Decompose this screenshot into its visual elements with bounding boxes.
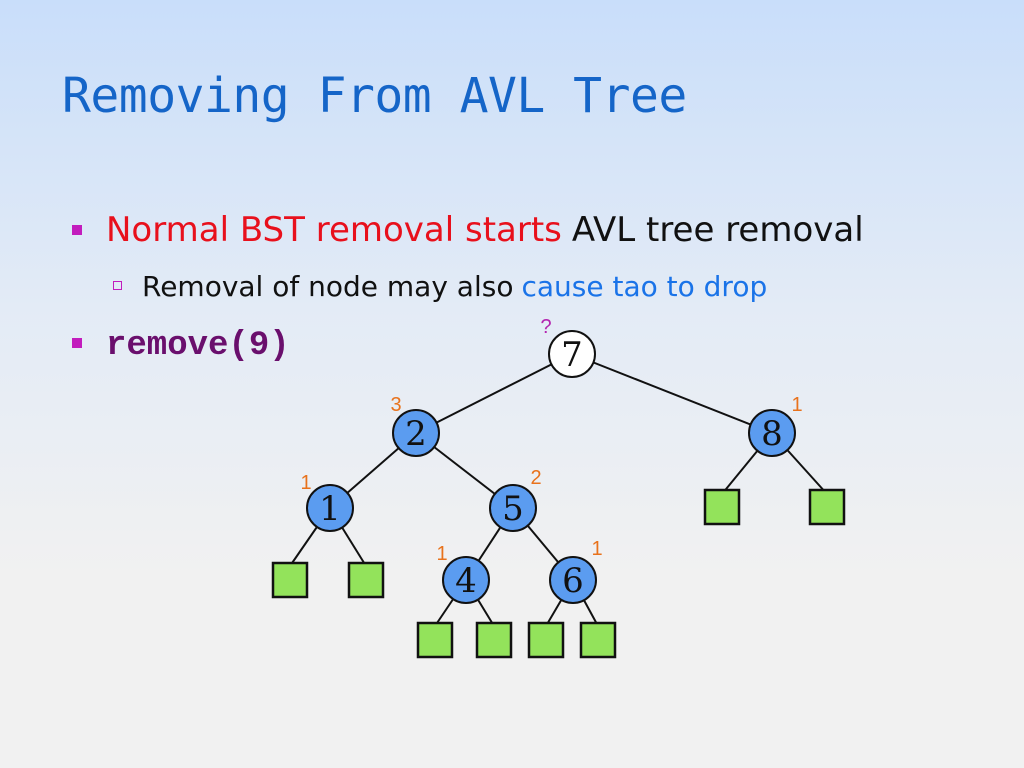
tree-leaves [271, 488, 846, 659]
tree-node-8: 8 1 [748, 394, 803, 457]
node-label-4: 4 [455, 561, 477, 601]
sub-bullet-removal-of-node: Removal of node may also cause tao to dr… [113, 270, 767, 303]
node-label-6: 6 [562, 561, 584, 601]
leaf-node [579, 621, 617, 659]
remove-code: remove(9) [106, 327, 290, 365]
leaf-node [416, 621, 454, 659]
node-label-5: 5 [502, 489, 524, 529]
slide-title: Removing From AVL Tree [62, 68, 687, 124]
square-bullet-icon [72, 338, 82, 348]
node-label-2: 2 [405, 414, 427, 454]
tree-node-6: 6 1 [549, 538, 603, 604]
height-label-4: 1 [436, 543, 447, 565]
tree-node-7: 7 ? [540, 316, 596, 378]
bullet-normal-bst-removal: Normal BST removal starts AVL tree remov… [72, 210, 864, 250]
tree-node-2: 2 3 [390, 394, 440, 457]
height-label-7: ? [540, 316, 551, 338]
node-label-1: 1 [319, 489, 341, 529]
leaf-node [703, 488, 741, 526]
tree-node-4: 4 1 [436, 543, 490, 604]
height-label-5: 2 [530, 467, 541, 489]
height-label-2: 3 [390, 394, 401, 416]
edge-7-8 [571, 353, 773, 434]
leaf-node [271, 561, 309, 599]
node-label-8: 8 [761, 414, 783, 454]
leaf-node [347, 561, 385, 599]
square-bullet-icon [72, 225, 82, 235]
height-label-8: 1 [791, 394, 802, 416]
bullet-text-red: Normal BST removal starts [106, 210, 562, 250]
bullet-remove-call: remove(9) [72, 327, 290, 365]
leaf-node [808, 488, 846, 526]
bullet-text-black: AVL tree removal [571, 210, 864, 250]
tree-node-5: 5 2 [489, 467, 542, 532]
edge-7-2 [415, 353, 573, 434]
sub-bullet-text-black: Removal of node may also [142, 270, 514, 303]
height-label-1: 1 [300, 472, 311, 494]
tree-node-1: 1 1 [300, 472, 354, 532]
leaf-node [527, 621, 565, 659]
height-label-6: 1 [591, 538, 602, 560]
hollow-square-bullet-icon [113, 281, 122, 290]
node-label-7: 7 [561, 335, 583, 375]
leaf-node [475, 621, 513, 659]
sub-bullet-text-blue: cause tao to drop [521, 270, 768, 303]
